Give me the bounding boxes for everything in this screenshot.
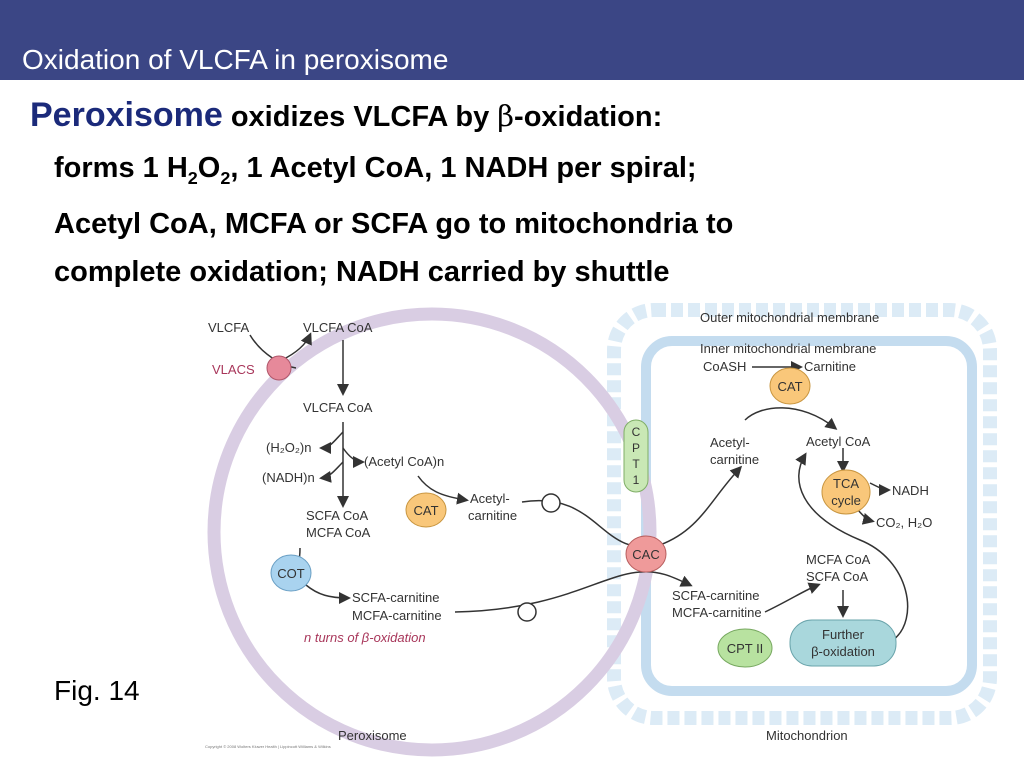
label-cycle: cycle [831, 493, 861, 508]
cpt1-node [623, 419, 649, 493]
line2-sub-2: 2 [220, 167, 231, 188]
label-co2-h2o: CO₂, H₂O [876, 515, 932, 530]
label-acetyl-carnitine-2: carnitine [468, 508, 517, 523]
vlacs-node [266, 355, 292, 381]
cat-node-mitochondrion [769, 367, 811, 405]
label-cpt1-c: C [632, 425, 641, 439]
label-outer-membrane: Outer mitochondrial membrane [700, 310, 879, 325]
body-line-3: Acetyl CoA, MCFA or SCFA go to mitochond… [54, 208, 734, 240]
label-mitochondrion: Mitochondrion [766, 728, 848, 743]
figure-label: Fig. 14 [54, 675, 140, 706]
body-line-4: complete oxidation; NADH carried by shut… [54, 256, 670, 288]
label-mcfa-coa-m: MCFA CoA [806, 552, 871, 567]
outer-mitochondrial-membrane [607, 303, 997, 725]
keyword-peroxisome: Peroxisome [30, 96, 223, 134]
label-scfa-carnitine-m: SCFA-carnitine [672, 588, 759, 603]
h2o2-branch-arrow [319, 431, 344, 454]
label-acetyl-carnitine-m2: carnitine [710, 452, 759, 467]
label-coash: CoASH [703, 359, 746, 374]
label-scfa-carnitine: SCFA-carnitine [352, 590, 439, 605]
label-nadh-n: (NADH)n [262, 470, 315, 485]
label-cat-peroxisome: CAT [413, 503, 438, 518]
cac-node [625, 535, 667, 573]
label-n-turns-beta-oxidation: n turns of β-oxidation [304, 630, 426, 645]
body-line-1-text: oxidizes VLCFA by [230, 101, 498, 133]
label-cac: CAC [632, 547, 659, 562]
label-acetyl-coa: Acetyl CoA [806, 434, 871, 449]
tca-to-nadh-arrow [869, 482, 891, 496]
line2-part-b: O [197, 152, 221, 184]
label-beta-oxidation: β-oxidation [811, 644, 875, 659]
body-line-2: forms 1 H2O2, 1 Acetyl CoA, 1 NADH per s… [54, 152, 697, 189]
line2-sub-1: 2 [187, 167, 198, 188]
slide-title: Oxidation of VLCFA in peroxisome [22, 44, 449, 75]
cat-reaction-arrow [744, 407, 838, 430]
acetyl-coa-branch-arrow [342, 447, 365, 468]
copyright-text: Copyright © 2008 Wolters Kluwer Health |… [205, 744, 331, 749]
label-further: Further [822, 627, 865, 642]
label-cpt2: CPT II [727, 641, 764, 656]
beta-symbol: β [497, 99, 515, 133]
carnitine-to-coa-arrow [764, 582, 821, 613]
label-tca: TCA [833, 476, 859, 491]
peroxisome-membrane [207, 307, 657, 757]
further-oxidation-loop-arrow [795, 452, 909, 641]
label-vlcfa-coa: VLCFA CoA [303, 400, 373, 415]
tca-cycle-node [821, 469, 871, 515]
body-line-1: Peroxisome oxidizes VLCFA by β-oxidation… [30, 96, 662, 135]
label-cot: COT [277, 566, 305, 581]
title-bar [0, 0, 1024, 80]
label-cat-mitochondrion: CAT [777, 379, 802, 394]
label-cpt1-t: T [632, 457, 640, 471]
label-acetyl-carnitine-1: Acetyl- [470, 491, 510, 506]
label-vlcfa: VLCFA [208, 320, 250, 335]
cat-node-peroxisome [405, 492, 447, 528]
label-scfa-coa-m: SCFA CoA [806, 569, 868, 584]
label-h2o2-n: (H₂O₂)n [266, 440, 311, 455]
label-inner-membrane: Inner mitochondrial membrane [700, 341, 876, 356]
cpt2-node [717, 628, 773, 668]
label-mcfa-carnitine: MCFA-carnitine [352, 608, 442, 623]
body-line-1-end: -oxidation: [514, 101, 663, 133]
label-peroxisome: Peroxisome [338, 728, 407, 743]
tca-to-co2-arrow [857, 509, 875, 525]
line2-part-c: , 1 Acetyl CoA, 1 NADH per spiral; [230, 152, 697, 184]
peroxisome-transporter-1 [541, 493, 561, 513]
label-acetyl-coa-n: (Acetyl CoA)n [364, 454, 444, 469]
cot-to-scfa-carnitine-arrow [305, 584, 351, 604]
line2-part-a: forms 1 H [54, 152, 188, 184]
label-scfa-coa: SCFA CoA [306, 508, 368, 523]
cot-node [270, 554, 312, 592]
nadh-branch-arrow [319, 461, 344, 483]
acetyl-to-carnitine-arrow [417, 475, 469, 505]
label-vlacs: VLACS [212, 362, 255, 377]
label-acetyl-carnitine-m1: Acetyl- [710, 435, 750, 450]
label-carnitine: Carnitine [804, 359, 856, 374]
label-mcfa-coa: MCFA CoA [306, 525, 371, 540]
label-cpt1-p: P [632, 441, 640, 455]
scfa-carnitine-transport-arrow [454, 570, 693, 613]
label-vlcfa-coa-top: VLCFA CoA [303, 320, 373, 335]
label-cpt1-1: 1 [633, 473, 640, 487]
label-mcfa-carnitine-m: MCFA-carnitine [672, 605, 762, 620]
further-oxidation-node [789, 619, 897, 667]
peroxisome-transporter-2 [517, 602, 537, 622]
label-nadh: NADH [892, 483, 929, 498]
